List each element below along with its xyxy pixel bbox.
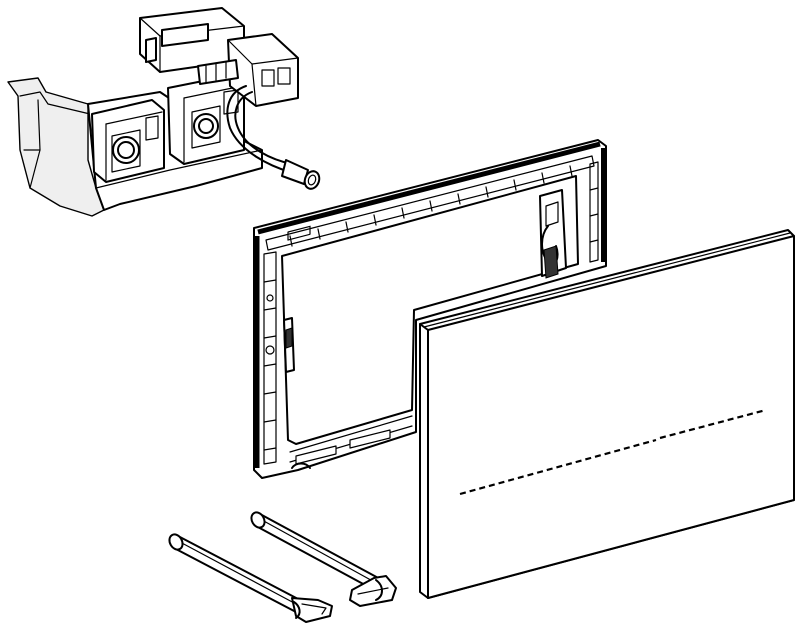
fastening-rod-right: [250, 511, 397, 607]
cover-plate: [419, 229, 795, 599]
control-unit-housing: [7, 7, 321, 217]
fastening-rod-left: [168, 533, 333, 623]
mounting-frame: [253, 139, 607, 479]
